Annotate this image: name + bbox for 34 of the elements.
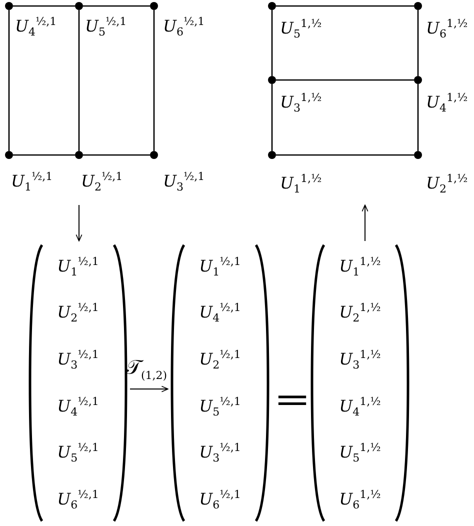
mesh-line — [153, 10, 155, 151]
mesh-line — [276, 154, 414, 156]
mesh-line — [13, 154, 75, 156]
arrow — [76, 204, 82, 242]
mesh-line — [417, 84, 419, 151]
mesh-vertex — [75, 2, 83, 10]
mesh-line — [271, 10, 273, 76]
column-vector — [170, 243, 270, 523]
column-vector — [310, 243, 410, 523]
mesh-vertex — [5, 151, 13, 159]
mesh-vertex — [150, 151, 158, 159]
mesh-line — [13, 5, 75, 7]
mesh-line — [83, 154, 150, 156]
mesh-vertex — [268, 151, 276, 159]
mesh-vertex — [414, 76, 422, 84]
mesh-line — [271, 84, 273, 151]
mesh-vertex — [5, 2, 13, 10]
mesh-line — [8, 10, 10, 151]
edge-label: 𝒯$_{(1,2)}$ — [126, 357, 168, 381]
mesh-vertex — [268, 76, 276, 84]
arrow — [362, 204, 368, 242]
arrow — [130, 386, 168, 392]
mesh-vertex — [414, 151, 422, 159]
mesh-line — [83, 5, 150, 7]
mesh-line — [417, 10, 419, 76]
mesh-line — [78, 10, 80, 151]
mesh-line — [276, 79, 414, 81]
mesh-vertex — [414, 2, 422, 10]
equals-sign: = — [274, 383, 311, 417]
column-vector — [28, 243, 128, 523]
mesh-vertex — [150, 2, 158, 10]
mesh-vertex — [268, 2, 276, 10]
mesh-line — [276, 5, 414, 7]
mesh-vertex — [75, 151, 83, 159]
